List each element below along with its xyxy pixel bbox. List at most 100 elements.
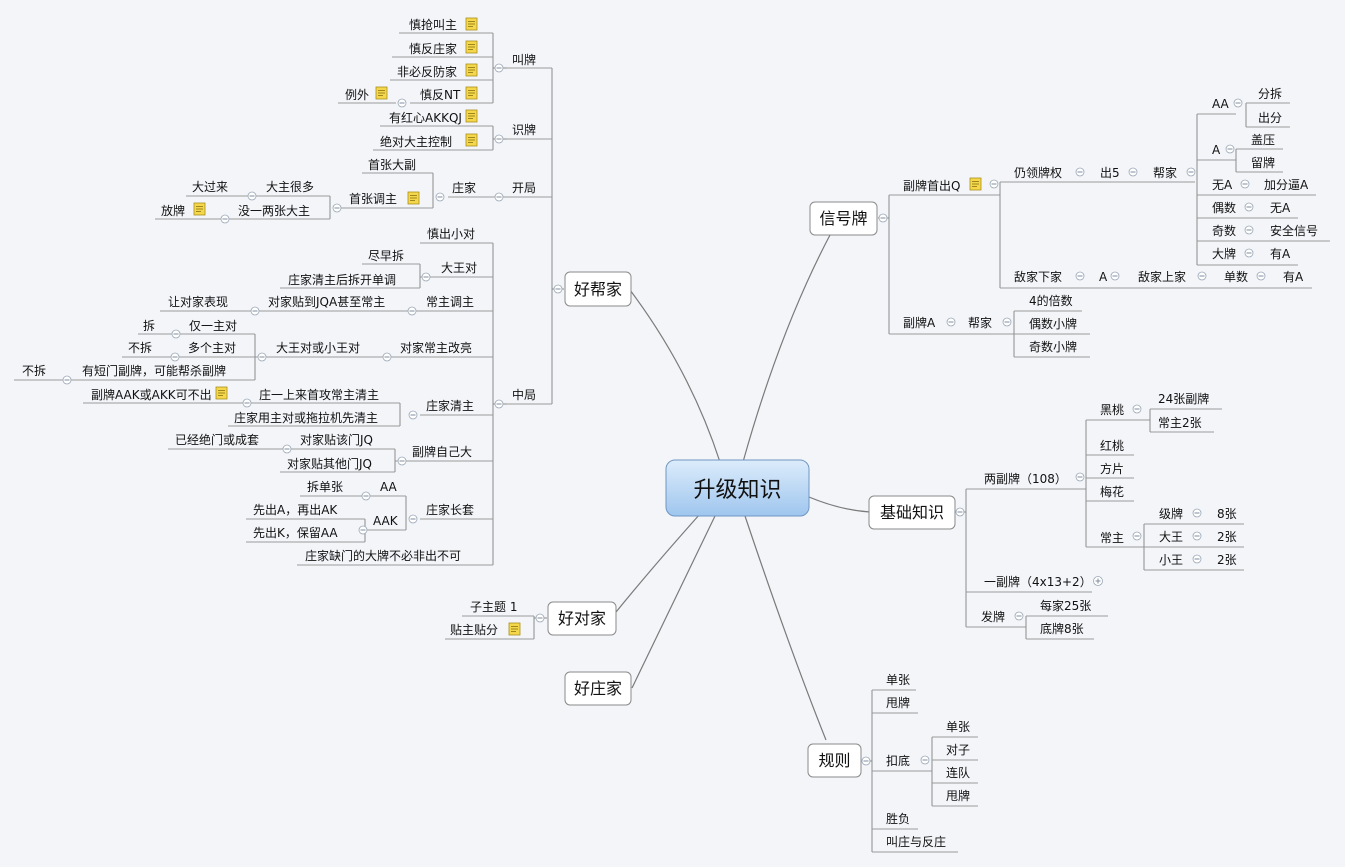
- node-spade[interactable]: 黑桃: [1100, 402, 1124, 417]
- node-big-joker[interactable]: 大王: [1159, 530, 1183, 544]
- collapse-icon[interactable]: [878, 213, 888, 223]
- node-many-trump[interactable]: 大主很多: [266, 180, 314, 194]
- collapse-icon[interactable]: [361, 491, 371, 501]
- node-first-big[interactable]: 首张大副: [368, 158, 416, 172]
- node-no-a2[interactable]: 无A: [1270, 201, 1291, 215]
- node-call-counter[interactable]: 叫庄与反庄: [886, 834, 946, 849]
- collapse-icon[interactable]: [220, 214, 230, 224]
- node-sub1[interactable]: 子主题 1: [470, 600, 517, 614]
- collapse-icon[interactable]: [1192, 531, 1202, 541]
- collapse-icon[interactable]: [494, 134, 504, 144]
- node-partner-other-jq[interactable]: 对家贴其他门JQ: [287, 456, 372, 471]
- collapse-icon[interactable]: [1197, 271, 1207, 281]
- node-a[interactable]: A: [1212, 143, 1221, 157]
- collapse-icon[interactable]: [920, 755, 930, 765]
- node-two-decks[interactable]: 两副牌（108）: [984, 472, 1067, 486]
- node-enemy-up[interactable]: 敌家上家: [1138, 269, 1186, 284]
- node-lead-points[interactable]: 出分: [1258, 111, 1282, 125]
- node-single[interactable]: 单数: [1224, 269, 1248, 284]
- node-kitty-pair[interactable]: 对子: [946, 743, 970, 757]
- node-bid-item[interactable]: 非必反防家: [397, 64, 457, 79]
- node-throw[interactable]: 甩牌: [886, 696, 910, 710]
- collapse-icon[interactable]: [1110, 271, 1120, 281]
- collapse-icon[interactable]: [1240, 179, 1250, 189]
- collapse-icon[interactable]: [257, 352, 267, 362]
- node-diamond[interactable]: 方片: [1100, 461, 1124, 476]
- node-few-trump[interactable]: 没一两张大主: [238, 203, 310, 218]
- collapse-icon[interactable]: [1132, 404, 1142, 414]
- node-aa[interactable]: AA: [380, 480, 398, 494]
- collapse-icon[interactable]: [1014, 611, 1024, 621]
- collapse-icon[interactable]: [1256, 271, 1266, 281]
- node-play5[interactable]: 出5: [1100, 166, 1120, 180]
- collapse-icon[interactable]: [494, 63, 504, 73]
- node-bid[interactable]: 叫牌: [512, 53, 536, 67]
- node-partner-change[interactable]: 对家常主改亮: [400, 340, 472, 355]
- node-dealer-clear[interactable]: 庄家清主: [426, 398, 474, 413]
- collapse-icon[interactable]: [494, 192, 504, 202]
- node-first-trump[interactable]: 首张调主: [349, 192, 397, 206]
- collapse-icon[interactable]: [421, 272, 431, 282]
- node-rank-count[interactable]: 8张: [1217, 507, 1237, 521]
- node-help[interactable]: 帮家: [1153, 165, 1177, 180]
- collapse-icon[interactable]: [1192, 554, 1202, 564]
- node-big[interactable]: 大牌: [1212, 247, 1236, 261]
- collapse-icon[interactable]: [494, 399, 504, 409]
- node-bid-item[interactable]: 慎反NT: [420, 88, 461, 102]
- collapse-icon[interactable]: [946, 317, 956, 327]
- node-big-joker-count[interactable]: 2张: [1217, 530, 1237, 544]
- collapse-icon[interactable]: [1244, 225, 1254, 235]
- collapse-icon[interactable]: [553, 284, 563, 294]
- node-no-a[interactable]: 无A: [1212, 178, 1233, 192]
- node-partner-stick-jq[interactable]: 对家贴该门JQ: [300, 432, 373, 447]
- collapse-icon[interactable]: [332, 203, 342, 213]
- node-aak[interactable]: AAK: [373, 514, 399, 528]
- node-short-suit[interactable]: 有短门副牌，可能帮杀副牌: [82, 363, 226, 378]
- node-split-single[interactable]: 拆单张: [307, 479, 343, 494]
- node-kitty[interactable]: 扣底: [886, 753, 910, 768]
- collapse-icon[interactable]: [408, 514, 418, 524]
- node-dealer-split[interactable]: 庄家清主后拆开单调: [288, 272, 396, 287]
- node-small-joker[interactable]: 小王: [1159, 553, 1183, 567]
- collapse-icon[interactable]: [1244, 248, 1254, 258]
- topic-good-dealer[interactable]: 好庄家: [564, 671, 632, 706]
- node-kitty-throw[interactable]: 甩牌: [946, 789, 970, 803]
- collapse-icon[interactable]: [435, 192, 445, 202]
- node-only-one[interactable]: 仅一主对: [189, 319, 237, 333]
- collapse-icon[interactable]: [62, 375, 72, 385]
- node-each25[interactable]: 每家25张: [1040, 598, 1091, 613]
- topic-rules[interactable]: 规则: [807, 743, 862, 778]
- collapse-icon[interactable]: [407, 306, 417, 316]
- collapse-icon[interactable]: [1002, 317, 1012, 327]
- topic-good-opponent[interactable]: 好对家: [547, 601, 617, 636]
- collapse-toggles[interactable]: [62, 63, 1266, 766]
- node-has-a2[interactable]: 有A: [1283, 270, 1304, 284]
- node-press[interactable]: 盖压: [1251, 133, 1275, 147]
- node-small-joker-count[interactable]: 2张: [1217, 553, 1237, 567]
- node-help2[interactable]: 帮家: [968, 315, 992, 330]
- node-joker-pair[interactable]: 大王对: [441, 261, 477, 275]
- node-even-small[interactable]: 偶数小牌: [1029, 316, 1077, 331]
- topic-basics[interactable]: 基础知识: [868, 495, 956, 530]
- node-no-split[interactable]: 不拆: [22, 363, 46, 378]
- node-split[interactable]: 分拆: [1258, 86, 1282, 101]
- node-a2[interactable]: A: [1099, 270, 1108, 284]
- collapse-icon[interactable]: [397, 456, 407, 466]
- node-has-a[interactable]: 有A: [1270, 247, 1291, 261]
- node-bid-item[interactable]: 慎抢叫主: [409, 17, 457, 32]
- node-no-split[interactable]: 不拆: [128, 340, 152, 355]
- node-const-trump[interactable]: 常主: [1100, 531, 1124, 545]
- node-aak-side[interactable]: 副牌AAK或AKK可不出: [91, 388, 212, 402]
- node-bottom8[interactable]: 底牌8张: [1040, 621, 1084, 636]
- node-careful-pair[interactable]: 慎出小对: [427, 227, 475, 241]
- collapse-icon[interactable]: [282, 444, 292, 454]
- central-topic[interactable]: 升级知识: [665, 459, 810, 517]
- node-split[interactable]: 拆: [143, 318, 155, 333]
- node-win-lose[interactable]: 胜负: [886, 811, 910, 826]
- collapse-icon[interactable]: [1132, 531, 1142, 541]
- collapse-icon[interactable]: [171, 329, 181, 339]
- node-odd-small[interactable]: 奇数小牌: [1029, 339, 1077, 354]
- node-joker-either[interactable]: 大王对或小王对: [276, 341, 360, 355]
- collapse-icon[interactable]: [955, 507, 965, 517]
- collapse-icon[interactable]: [1075, 167, 1085, 177]
